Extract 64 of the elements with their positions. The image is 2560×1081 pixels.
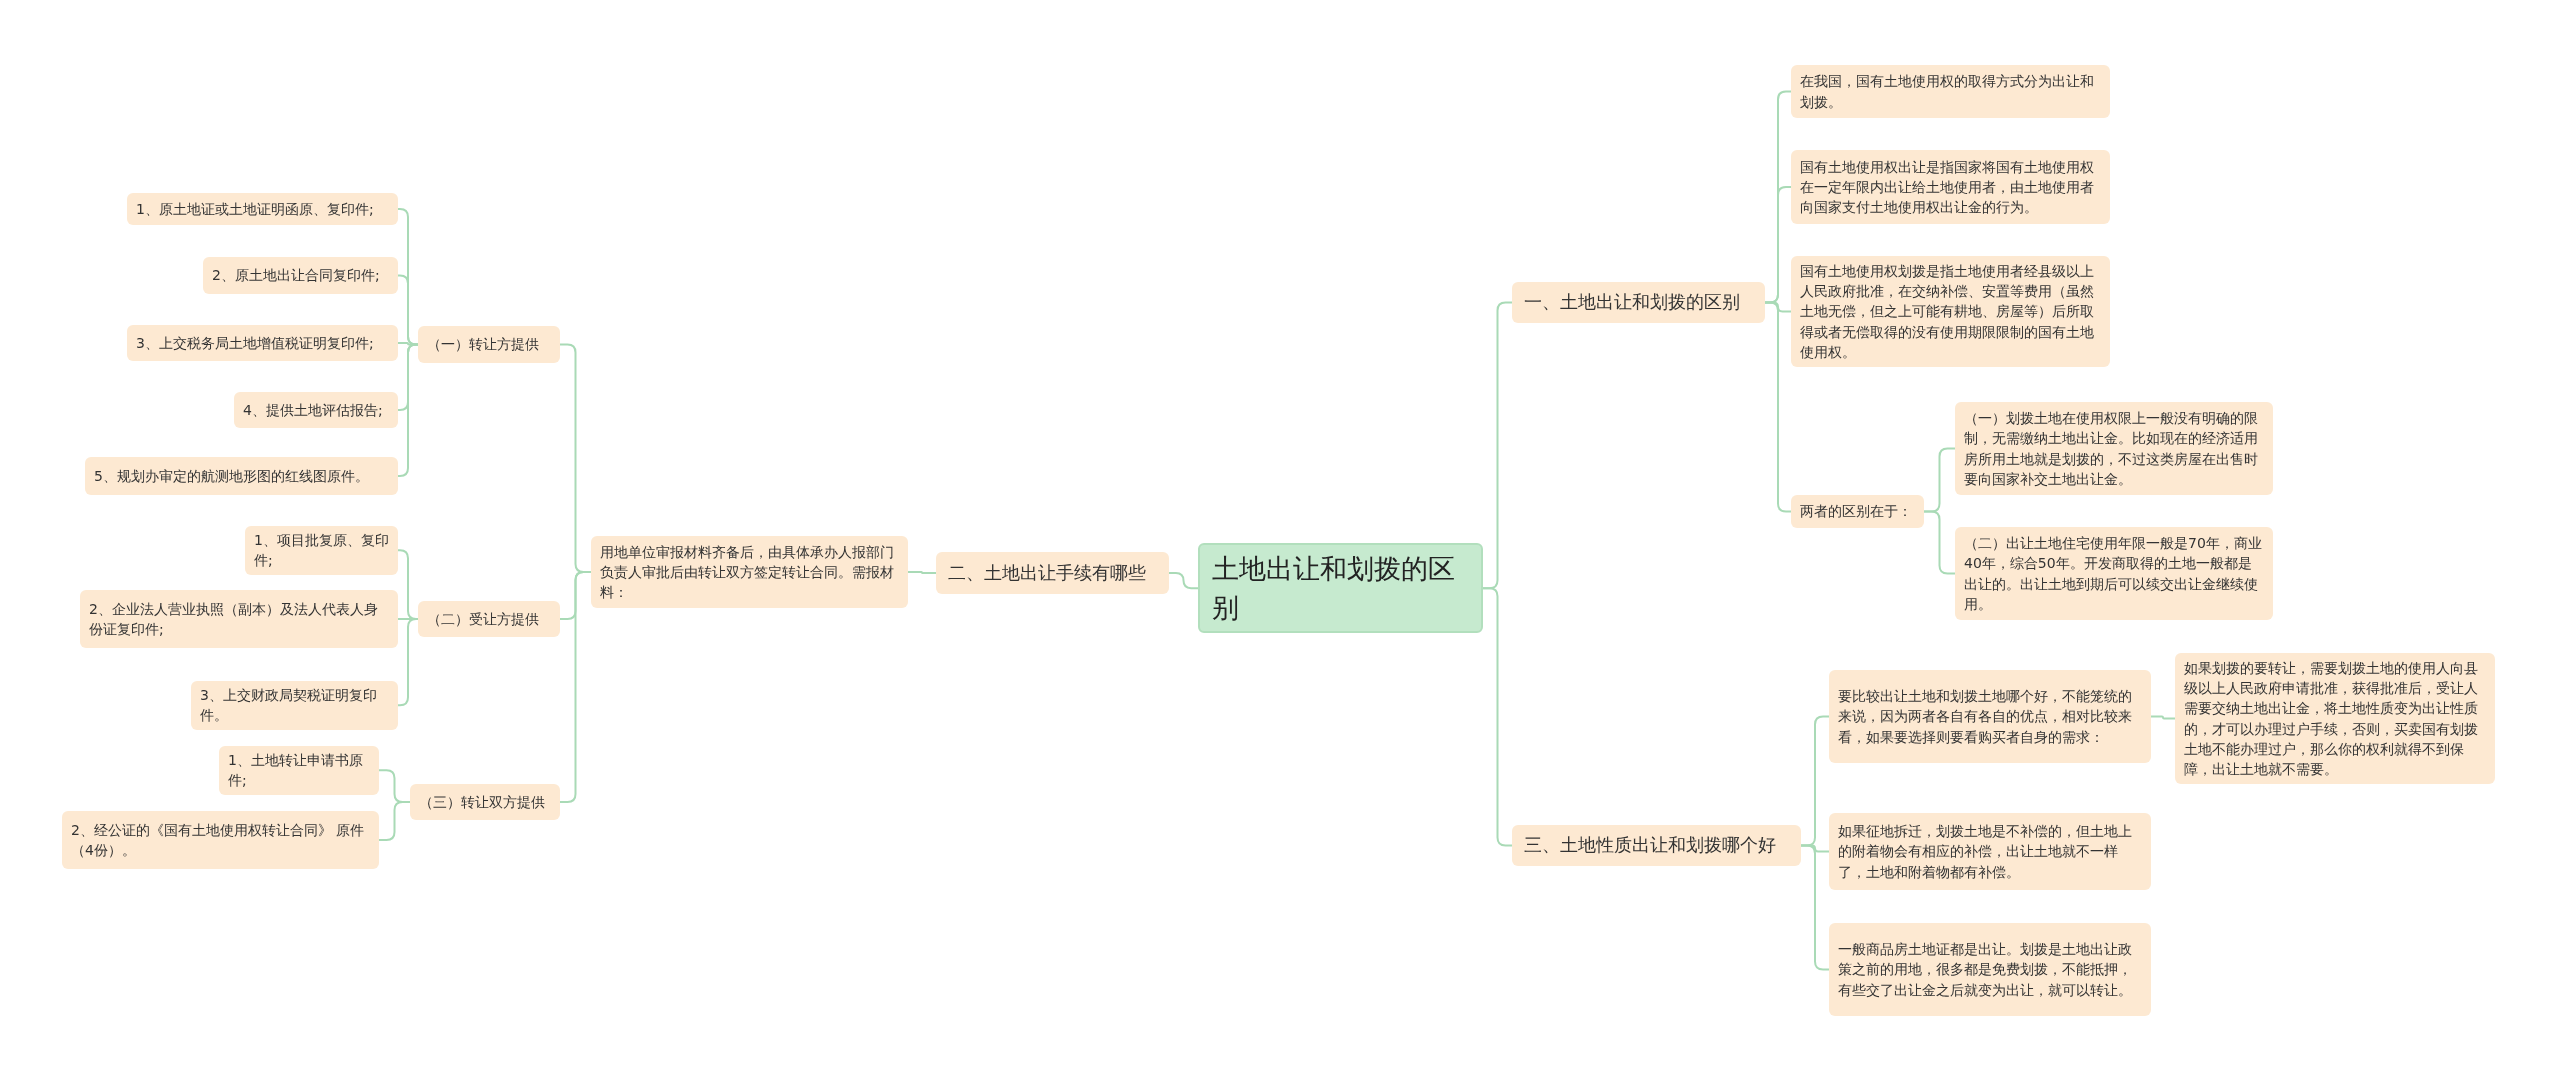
topic-box [1829,813,2151,890]
topic-box [1791,495,1924,528]
topic-box [410,784,560,820]
topic-text: 土地出让和划拨的区别 [1212,552,1456,626]
topic-box [245,526,398,575]
topic-text: 两者的区别在于： [1800,502,1912,522]
topic-box [80,590,398,648]
topic-box [1791,256,2110,367]
topic-text: 4、提供土地评估报告; [243,400,383,420]
connector-line [1923,510,1956,575]
topic-box [127,193,398,225]
connector-line [397,274,419,346]
topic-box [1829,670,2151,763]
topic-text: 如果征地拆迁，划拨土地是不补偿的，但土地上的附着物会有相应的补偿，出让土地就不一样了，土地和附着物都有补偿。 [1838,822,2133,882]
connector-line [397,618,419,707]
topic-text: 如果划拨的要转让，需要划拨土地的使用人向县级以上人民政府申请批准，获得批准后，受让人需要交纳土地出让金，将土地性质变为出让性质的，才可以办理过户手续，否则，买卖国有划拨土地不能办理过户，那么你的权利就得不到保障，出让土地就不需要。 [2184,658,2479,780]
topic-box [418,601,560,637]
topic-box [1955,527,2273,620]
connector-line [907,571,937,574]
topic-text: 一般商品房土地证都是出让。划拨是土地出让政策之前的用地，很多都是免费划拨，不能抵押，有些交了出让金之后就变为出让，就可以转让。 [1838,940,2133,1000]
connector-line [378,801,411,841]
connector-line [397,343,419,477]
topic-text: 2、原土地出让合同复印件; [212,266,380,286]
topic-text: 要比较出让土地和划拨土地哪个好，不能笼统的来说，因为两者各自有各自的优点，相对比较来看，如果要选择则要看购买者自身的需求： [1838,687,2133,747]
topic-box [1791,65,2110,118]
topic-text: （三）转让双方提供 [419,792,545,812]
topic-text: （二）受让方提供 [427,609,539,629]
topic-text: 2、经公证的《国有土地使用权转让合同》 原件（4份）。 [71,820,366,860]
topic-text: （二）出让土地住宅使用年限一般是70年，商业40年，综合50年。开发商取得的土地一般都是出让的。出让土地到期后可以续交出让金继续使用。 [1964,533,2263,614]
topic-text: 三、土地性质出让和划拨哪个好 [1524,833,1776,858]
topic-text: 一、土地出让和划拨的区别 [1524,290,1740,315]
topic-text: 用地单位审报材料齐备后，由具体承办人报部门负责人审批后由转让双方签定转让合同。需报材料： [600,542,895,603]
connector-line [559,571,592,803]
topic-text: 二、土地出让手续有哪些 [948,560,1146,585]
topic-text: 2、企业法人营业执照（副本）及法人代表人身份证复印件; [89,599,379,639]
topic-text: 在我国，国有土地使用权的取得方式分为出让和划拨。 [1800,72,2095,112]
topic-text: 1、原土地证或土地证明函原、复印件; [136,199,374,219]
topic-box [1955,402,2273,495]
topic-box [191,681,398,730]
connector-line [2150,715,2176,720]
topic-box [418,326,560,363]
topic-text: 1、项目批复原、复印件; [254,531,389,571]
topic-box [1829,923,2151,1016]
topic-text: 5、规划办审定的航测地形图的红线图原件。 [94,466,369,486]
central-topic-box [1198,543,1483,634]
topic-box [127,325,398,361]
topic-box [1791,150,2110,224]
topic-box [1512,825,1801,866]
topic-text: （一）划拨土地在使用权限上一般没有明确的限制，无需缴纳土地出让金。比如现在的经济适用房所用土地就是划拨的，不过这类房屋在出售时要向国家补交土地出让金。 [1964,408,2259,489]
topic-text: 国有土地使用权出让是指国家将国有土地使用权在一定年限内出让给土地使用者，由土地使用者向国家支付土地使用权出让金的行为。 [1800,157,2095,218]
topic-box [219,746,379,795]
topic-text: 国有土地使用权划拨是指土地使用者经县级以上人民政府批准，在交纳补偿、安置等费用（虽然土地无偿，但之上可能有耕地、房屋等）后所取得或者无偿取得的没有使用期限限制的国有土地使用权。 [1800,261,2095,362]
topic-box [591,536,908,608]
topic-text: 1、土地转让申请书原件; [228,751,364,791]
topic-text: 3、上交税务局土地增值税证明复印件; [136,333,374,353]
topic-box [85,457,398,495]
topic-box [234,392,398,428]
topic-text: 3、上交财政局契税证明复印件。 [200,686,378,726]
connector-line [1168,572,1199,590]
topic-box [936,552,1169,594]
topic-text: （一）转让方提供 [427,335,539,355]
topic-box [203,257,398,294]
topic-box [62,811,379,869]
topic-box [1512,282,1765,323]
